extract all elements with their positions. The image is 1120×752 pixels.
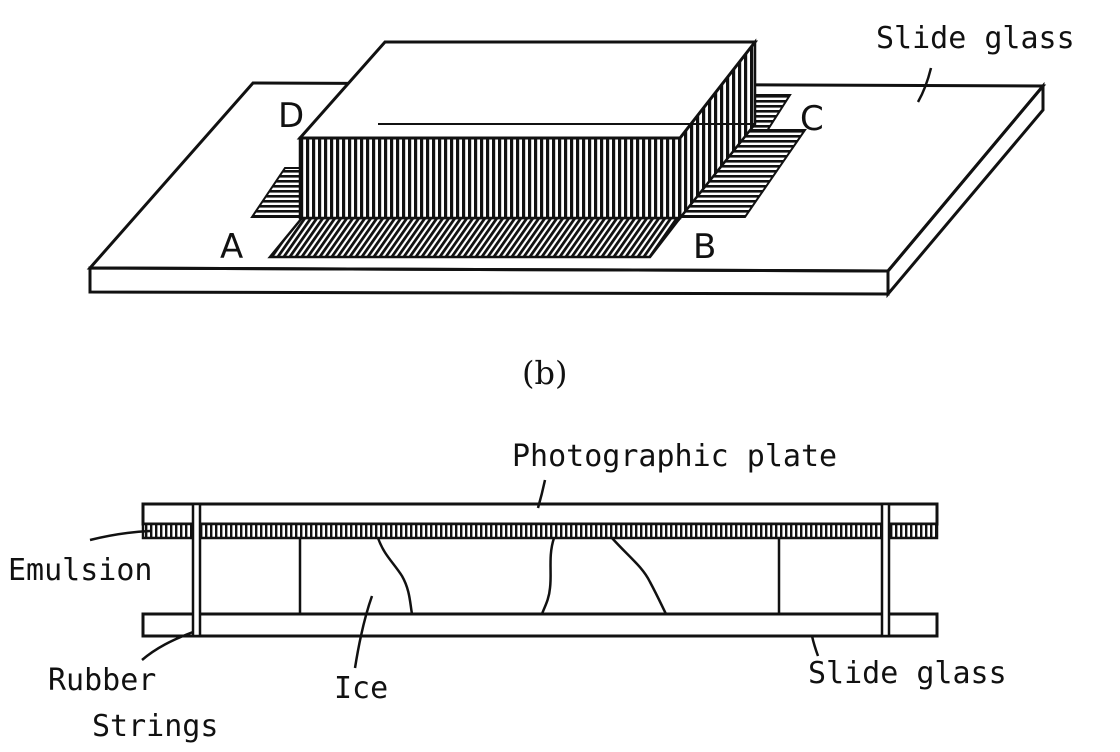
photographic-plate-leader bbox=[536, 479, 547, 509]
strings-label: Strings bbox=[92, 709, 218, 744]
ice-leader bbox=[353, 595, 374, 669]
slide-glass-label-top: Slide glass bbox=[876, 21, 1075, 56]
perspective-view: A B C D Slide glass bbox=[86, 21, 1075, 299]
emulsion-label: Emulsion bbox=[8, 553, 153, 588]
photographic-plate-label: Photographic plate bbox=[512, 439, 837, 474]
side-section-view: Photographic plate Emulsion Ice Slide gl… bbox=[8, 439, 1007, 744]
rubber-string-left bbox=[191, 502, 202, 638]
ice-block bbox=[296, 38, 759, 222]
grain-boundary-1 bbox=[376, 537, 414, 615]
slide-glass-label-bottom: Slide glass bbox=[808, 656, 1007, 691]
corner-label-a: A bbox=[220, 227, 243, 267]
grain-boundary-3 bbox=[611, 537, 668, 615]
rubber-strings-leader bbox=[141, 630, 194, 661]
slide-glass-leader-bottom bbox=[810, 635, 820, 657]
emulsion-layer bbox=[141, 522, 939, 540]
ice-block-top bbox=[296, 40, 759, 140]
corner-label-c: C bbox=[800, 99, 824, 139]
corner-label-d: D bbox=[278, 96, 304, 136]
ice-label: Ice bbox=[334, 671, 388, 706]
ice-block-front-face bbox=[298, 136, 682, 220]
slide-glass-bottom bbox=[141, 612, 939, 638]
slide-glass-slab bbox=[86, 81, 1047, 299]
corner-label-b: B bbox=[693, 227, 716, 267]
slide-glass-leader-top bbox=[916, 67, 933, 103]
rubber-string-right bbox=[880, 502, 891, 638]
emulsion-strip-front bbox=[267, 216, 683, 259]
emulsion-strip-back-left bbox=[250, 167, 301, 218]
emulsion-leader bbox=[89, 529, 151, 542]
grain-boundary-2 bbox=[540, 537, 556, 615]
figure-caption: (b) bbox=[522, 354, 567, 392]
photographic-plate bbox=[141, 502, 939, 526]
rubber-label: Rubber bbox=[48, 663, 156, 698]
